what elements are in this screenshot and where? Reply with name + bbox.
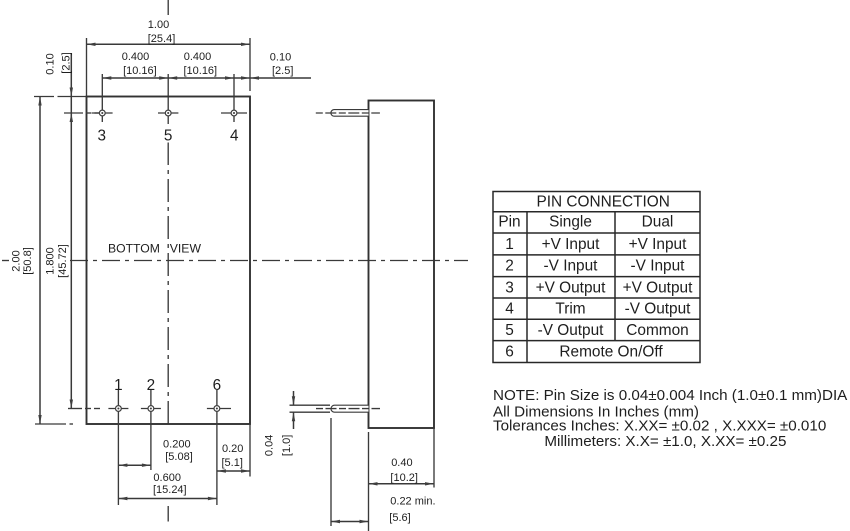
svg-text:-V Output: -V Output	[538, 322, 605, 339]
svg-text:All Dimensions In Inches (mm): All Dimensions In Inches (mm)	[493, 403, 699, 420]
svg-text:Millimeters: X.X= ±1.0, X.XX=: Millimeters: X.X= ±1.0, X.XX= ±0.25	[544, 433, 786, 450]
svg-text:Single: Single	[549, 214, 592, 231]
svg-text:0.20: 0.20	[222, 443, 243, 455]
svg-text:[2.5]: [2.5]	[61, 52, 73, 73]
svg-text:-V Input: -V Input	[631, 258, 686, 275]
svg-text:[45.72]: [45.72]	[57, 244, 69, 278]
svg-text:[5.1]: [5.1]	[221, 457, 242, 469]
svg-text:6: 6	[213, 377, 222, 394]
svg-text:0.10: 0.10	[270, 52, 291, 64]
svg-text:2.00: 2.00	[11, 250, 23, 271]
svg-text:Dual: Dual	[642, 214, 674, 231]
svg-text:0.04: 0.04	[263, 435, 275, 456]
svg-text:2: 2	[505, 258, 514, 275]
svg-text:Common: Common	[626, 322, 688, 339]
svg-text:[25.4]: [25.4]	[148, 33, 176, 45]
svg-text:5: 5	[164, 128, 173, 145]
svg-text:Trim: Trim	[555, 301, 585, 318]
svg-text:1: 1	[114, 377, 123, 394]
svg-text:[1.0]: [1.0]	[281, 435, 293, 456]
svg-text:1.800: 1.800	[45, 247, 57, 275]
svg-text:0.40: 0.40	[391, 457, 412, 469]
svg-text:+V Output: +V Output	[623, 279, 693, 296]
svg-text:Pin: Pin	[498, 214, 520, 231]
svg-text:0.400: 0.400	[122, 51, 150, 63]
svg-text:[50.8]: [50.8]	[22, 247, 34, 275]
svg-text:[10.16]: [10.16]	[123, 65, 157, 77]
svg-text:[10.16]: [10.16]	[183, 65, 217, 77]
svg-text:VIEW: VIEW	[170, 241, 202, 255]
svg-text:-V Input: -V Input	[544, 258, 599, 275]
svg-text:[10.2]: [10.2]	[390, 472, 418, 484]
svg-text:1: 1	[505, 236, 514, 253]
svg-text:4: 4	[505, 301, 514, 318]
svg-text:0.600: 0.600	[153, 472, 181, 484]
svg-text:4: 4	[230, 128, 239, 145]
svg-text:Tolerances Inches: X.XX= ±0.02: Tolerances Inches: X.XX= ±0.02 , X.XXX= …	[493, 418, 826, 435]
svg-text:3: 3	[98, 128, 107, 145]
svg-text:6: 6	[505, 344, 514, 361]
svg-text:2: 2	[147, 377, 156, 394]
svg-text:[5.6]: [5.6]	[389, 512, 410, 524]
svg-text:3: 3	[505, 279, 514, 296]
svg-text:NOTE: Pin Size is 0.04±0.004 I: NOTE: Pin Size is 0.04±0.004 Inch (1.0±0…	[493, 387, 848, 404]
svg-text:-V Output: -V Output	[625, 301, 692, 318]
svg-text:+V Input: +V Input	[629, 236, 687, 253]
svg-text:0.400: 0.400	[184, 51, 212, 63]
svg-text:[15.24]: [15.24]	[153, 484, 187, 496]
svg-text:0.22 min.: 0.22 min.	[390, 496, 435, 508]
svg-text:5: 5	[505, 322, 514, 339]
svg-text:Remote On/Off: Remote On/Off	[559, 344, 663, 361]
svg-text:1.00: 1.00	[148, 19, 169, 31]
svg-text:0.10: 0.10	[45, 53, 57, 74]
svg-text:[5.08]: [5.08]	[165, 451, 193, 463]
svg-text:0.200: 0.200	[163, 439, 191, 451]
svg-text:+V Output: +V Output	[536, 279, 606, 296]
svg-text:PIN CONNECTION: PIN CONNECTION	[537, 193, 670, 210]
svg-text:[2.5]: [2.5]	[272, 65, 293, 77]
svg-text:BOTTOM: BOTTOM	[108, 241, 160, 255]
svg-text:+V Input: +V Input	[542, 236, 600, 253]
